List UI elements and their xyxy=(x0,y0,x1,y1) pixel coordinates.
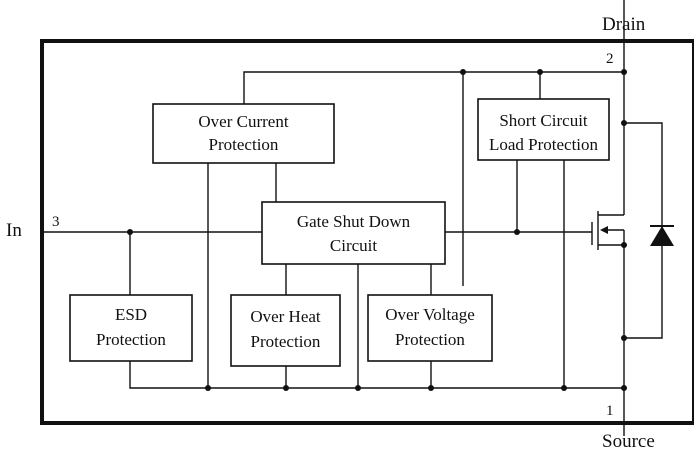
svg-text:Over Voltage: Over Voltage xyxy=(385,305,475,324)
diode-branch-top xyxy=(624,122,663,339)
svg-text:Protection: Protection xyxy=(251,332,321,351)
source-rail xyxy=(129,361,624,389)
drain-rail xyxy=(243,71,624,104)
junction-dots xyxy=(127,69,627,391)
mosfet-symbol xyxy=(591,211,625,250)
svg-text:Short Circuit: Short Circuit xyxy=(499,111,588,130)
svg-text:Circuit: Circuit xyxy=(330,236,377,255)
short-circuit-load-protection-block: Short Circuit Load Protection xyxy=(477,98,610,161)
svg-text:Load Protection: Load Protection xyxy=(489,135,599,154)
source-terminal-label: Source xyxy=(602,431,655,451)
over-voltage-protection-block: Over Voltage Protection xyxy=(367,294,493,362)
in-terminal-label: In xyxy=(6,220,22,241)
svg-text:Protection: Protection xyxy=(395,330,465,349)
pin-number-source: 1 xyxy=(606,403,614,419)
esd-protection-block: ESD Protection xyxy=(69,294,193,362)
pin-number-in: 3 xyxy=(52,214,60,230)
over-current-protection-block: Over Current Protection xyxy=(152,103,335,164)
svg-text:Protection: Protection xyxy=(209,135,279,154)
pin-number-drain: 2 xyxy=(606,51,614,67)
svg-text:ESD: ESD xyxy=(115,305,147,324)
svg-text:Over Current: Over Current xyxy=(198,112,288,131)
svg-text:Protection: Protection xyxy=(96,330,166,349)
over-heat-protection-block: Over Heat Protection xyxy=(230,294,341,367)
gate-shut-down-circuit-block: Gate Shut Down Circuit xyxy=(261,201,446,265)
body-diode-symbol xyxy=(650,225,674,246)
svg-text:Over Heat: Over Heat xyxy=(250,307,321,326)
svg-text:Gate Shut Down: Gate Shut Down xyxy=(297,212,411,231)
